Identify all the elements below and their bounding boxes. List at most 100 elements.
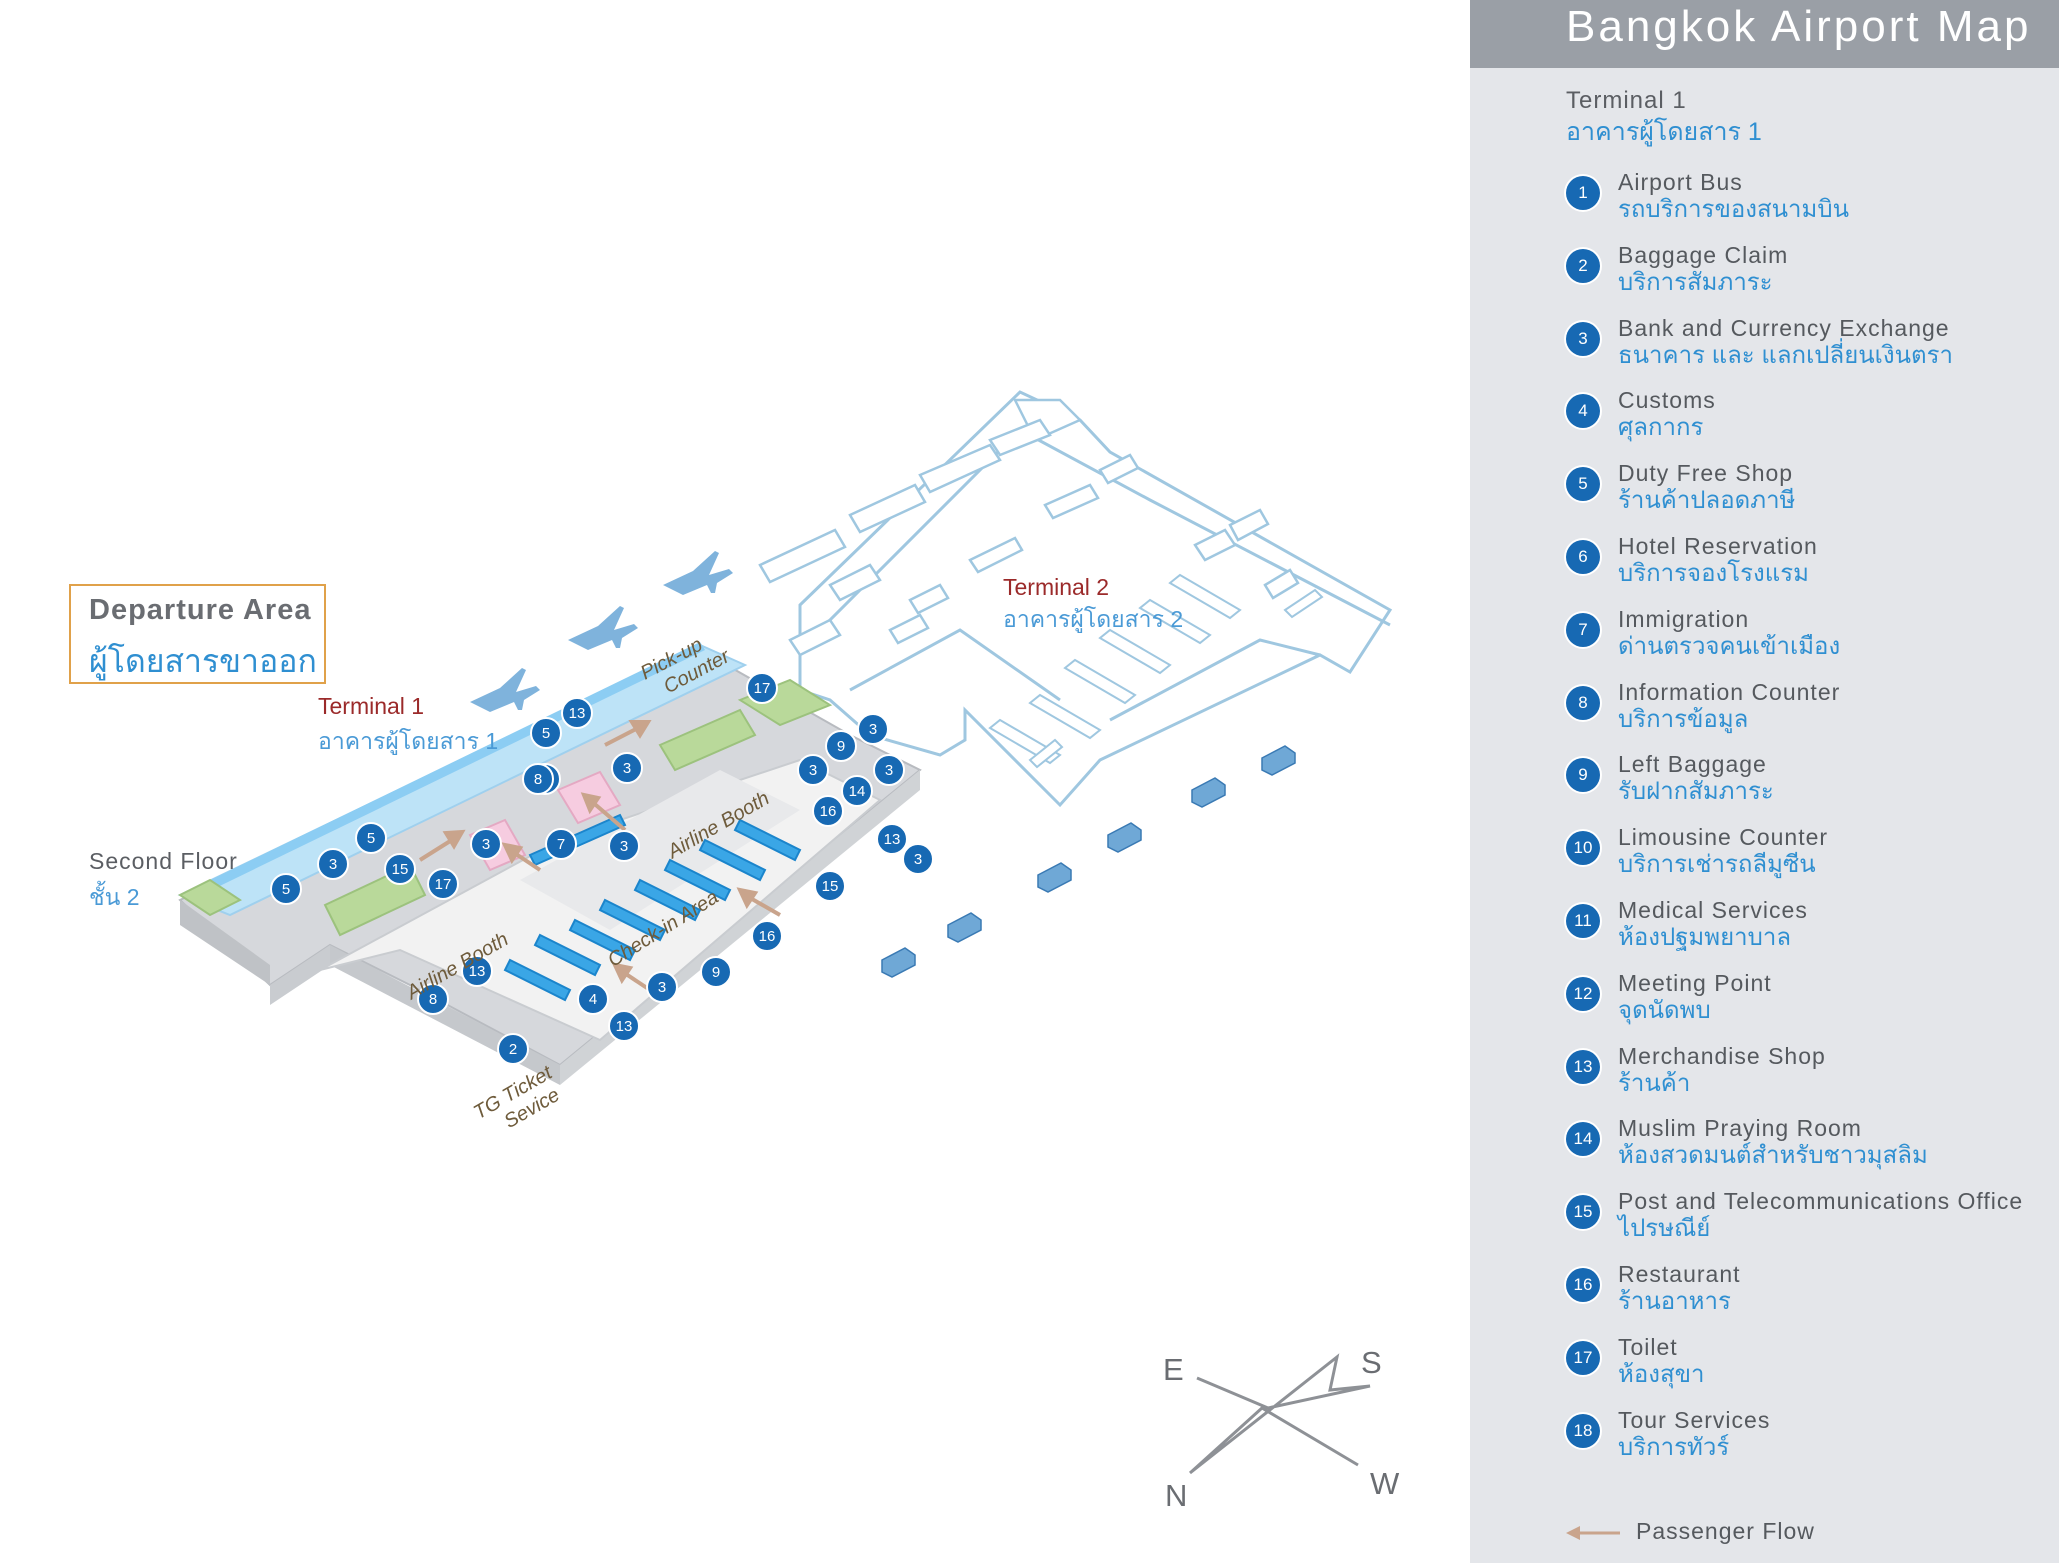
legend-item-thai: รถบริการของสนามบิน [1618,196,1849,223]
map-marker: 13 [608,1010,640,1042]
floor-thai-label: ชั้น 2 [89,884,140,910]
legend-item-label: Hotel Reservation [1618,533,1818,559]
map-marker-number: 2 [509,1041,517,1058]
map-marker-number: 8 [534,771,542,788]
legend-item-label: Left Baggage [1618,751,1767,778]
map-marker: 5 [530,717,562,749]
map-marker: 3 [646,971,678,1003]
legend-number-badge: 6 [1566,540,1600,574]
compass-icon [1188,1353,1371,1475]
map-marker: 9 [700,956,732,988]
map-marker-number: 3 [658,979,666,996]
legend-terminal-en: Terminal 1 [1566,87,1687,114]
map-marker: 9 [825,730,857,762]
legend-item-label: Muslim Praying Room [1618,1115,1862,1142]
map-marker: 5 [270,873,302,905]
bus-icon [1107,822,1142,853]
map-marker: 13 [461,955,493,987]
map-marker: 15 [384,853,416,885]
airplane-icons [470,551,733,712]
legend-item-label: Duty Free Shop [1618,460,1794,487]
terminal-2-label: Terminal 2 [1003,574,1110,600]
legend-number-badge: 4 [1566,394,1600,429]
legend-number-badge: 8 [1566,685,1600,720]
map-marker-number: 3 [914,851,922,868]
airplane-icon [470,668,540,712]
map-marker-number: 13 [569,705,586,722]
terminal-1-thai-label: อาคารผู้โดยสาร 1 [318,728,499,754]
map-marker: 7 [545,828,577,860]
legend-number-badge: 2 [1566,248,1600,283]
map-marker-number: 17 [754,680,771,697]
legend-number-badge: 11 [1566,904,1600,938]
compass-west: W [1370,1466,1400,1501]
bus-icon [1261,745,1296,776]
map-marker-number: 9 [712,964,720,981]
legend-item-thai: ร้านค้าปลอดภาษี [1618,487,1796,515]
map-marker: 16 [751,920,783,952]
legend-item-label: Airport Bus [1618,169,1743,195]
bus-icon [881,947,916,978]
legend-item-label: Bank and Currency Exchange [1618,314,1950,341]
legend-item-thai: ห้องสวดมนต์สำหรับชาวมุสลิม [1618,1142,1928,1170]
legend-number-badge: 16 [1566,1268,1600,1302]
map-marker-number: 5 [542,725,550,742]
floor-plan: 5135833531517573179331431613315161389341… [177,390,1393,1475]
check-in-counters [503,813,802,1002]
compass-south: S [1361,1345,1382,1380]
legend-number-badge: 10 [1566,831,1600,866]
departure-area-thai: ผู้โดยสารขาออก [89,643,317,679]
airport-map: 5135833531517573179331431613315161389341… [69,390,1400,1513]
legend-item-label: Information Counter [1618,678,1841,705]
legend-item-label: Customs [1618,387,1716,414]
map-marker-number: 9 [837,738,845,755]
map-marker: 13 [876,823,908,855]
passenger-flow-arrows [418,720,781,992]
legend-number-badge: 17 [1566,1340,1600,1375]
legend-item-thai: จุดนัดพบ [1618,996,1711,1024]
map-marker-number: 16 [820,803,837,820]
airplane-icon [568,606,638,650]
legend-terminal: Terminal 1 อาคารผู้โดยสาร 1 [1566,86,1762,148]
legend-item-label: Limousine Counter [1618,824,1829,851]
map-marker: 8 [522,763,554,795]
map-marker-number: 15 [392,861,409,878]
map-marker-number: 13 [884,831,901,848]
terminal-1-label: Terminal 1 [318,693,425,719]
map-marker: 17 [427,868,459,900]
legend-number-badge: 12 [1566,976,1600,1011]
map-marker-number: 13 [616,1018,633,1035]
map-marker-number: 5 [367,830,375,847]
map-marker-number: 5 [282,881,290,898]
legend-header: Bangkok Airport Map [1470,0,2059,68]
map-marker: 2 [497,1033,529,1065]
map-marker: 16 [812,795,844,827]
map-marker: 5 [355,822,387,854]
vehicle-icons [881,745,1296,978]
map-marker: 3 [317,848,349,880]
map-marker-number: 15 [822,878,839,895]
legend-item-label: Post and Telecommunications Office [1618,1188,2024,1215]
map-marker-number: 3 [620,838,628,855]
legend-number-badge: 7 [1566,612,1600,647]
map-marker: 17 [746,672,778,704]
map-marker-number: 3 [329,856,337,873]
bus-icon [1037,862,1072,893]
terminal-2-blocks [758,398,1300,657]
legend-number-badge: 3 [1566,321,1600,356]
bus-icon [947,912,982,943]
map-marker: 14 [841,775,873,807]
map-marker-number: 3 [482,836,490,853]
legend-item-thai: บริการจองโรงแรม [1618,560,1809,587]
map-marker: 15 [814,870,846,902]
terminal-1-building [177,642,922,1085]
legend-item-thai: บริการข้อมูล [1618,705,1749,733]
